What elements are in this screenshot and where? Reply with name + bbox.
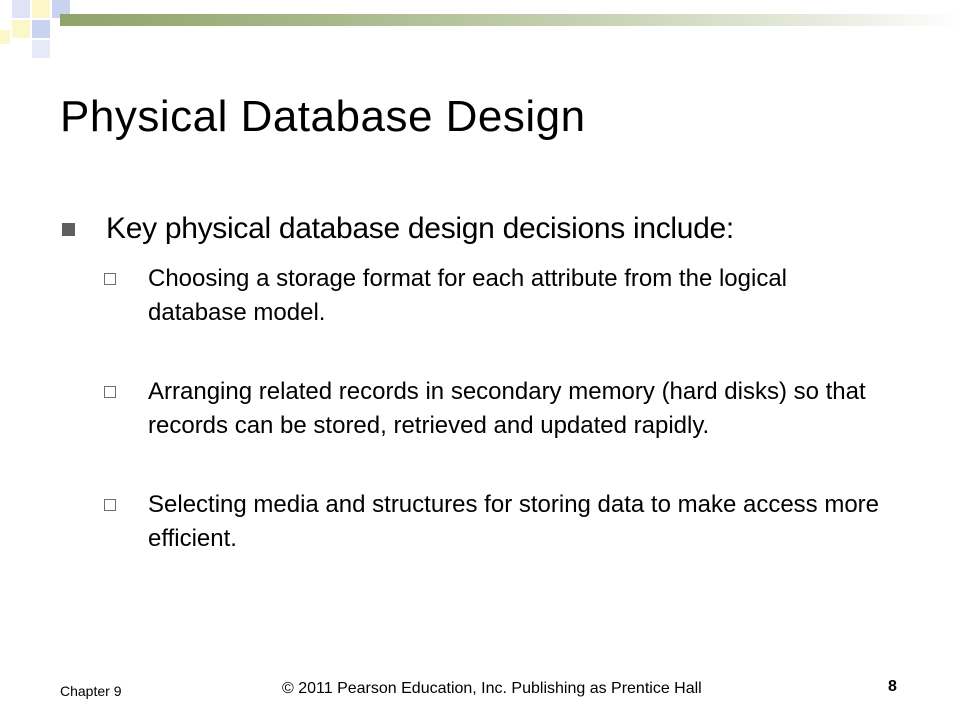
hollow-square-bullet-icon [104, 273, 116, 285]
decor-square [32, 40, 50, 58]
sub-bullet: Selecting media and structures for stori… [60, 488, 888, 556]
sub-bullet-text: Selecting media and structures for stori… [148, 491, 880, 552]
footer-copyright: © 2011 Pearson Education, Inc. Publishin… [282, 680, 702, 697]
bullet-level-1: Key physical database design decisions i… [60, 204, 920, 254]
sub-bullet: Arranging related records in secondary m… [60, 375, 888, 443]
decor-square [52, 0, 70, 18]
page-number: 8 [888, 678, 897, 695]
decor-square [12, 0, 30, 18]
slide-content: Key physical database design decisions i… [60, 204, 920, 556]
sub-bullet: Choosing a storage format for each attri… [60, 262, 888, 330]
header-gradient-bar [60, 14, 960, 26]
hollow-square-bullet-icon [104, 386, 116, 398]
decor-square [0, 30, 10, 44]
decor-square [12, 20, 30, 38]
square-bullet-icon [62, 223, 75, 236]
hollow-square-bullet-icon [104, 499, 116, 511]
slide-title: Physical Database Design [60, 92, 586, 141]
sub-bullet-text: Arranging related records in secondary m… [148, 378, 866, 439]
decor-square [32, 0, 50, 18]
sub-bullet-text: Choosing a storage format for each attri… [148, 265, 787, 326]
decorative-squares [0, 0, 80, 60]
footer-chapter: Chapter 9 [60, 683, 122, 699]
decor-square [32, 20, 50, 38]
bullet-text: Key physical database design decisions i… [106, 212, 734, 245]
